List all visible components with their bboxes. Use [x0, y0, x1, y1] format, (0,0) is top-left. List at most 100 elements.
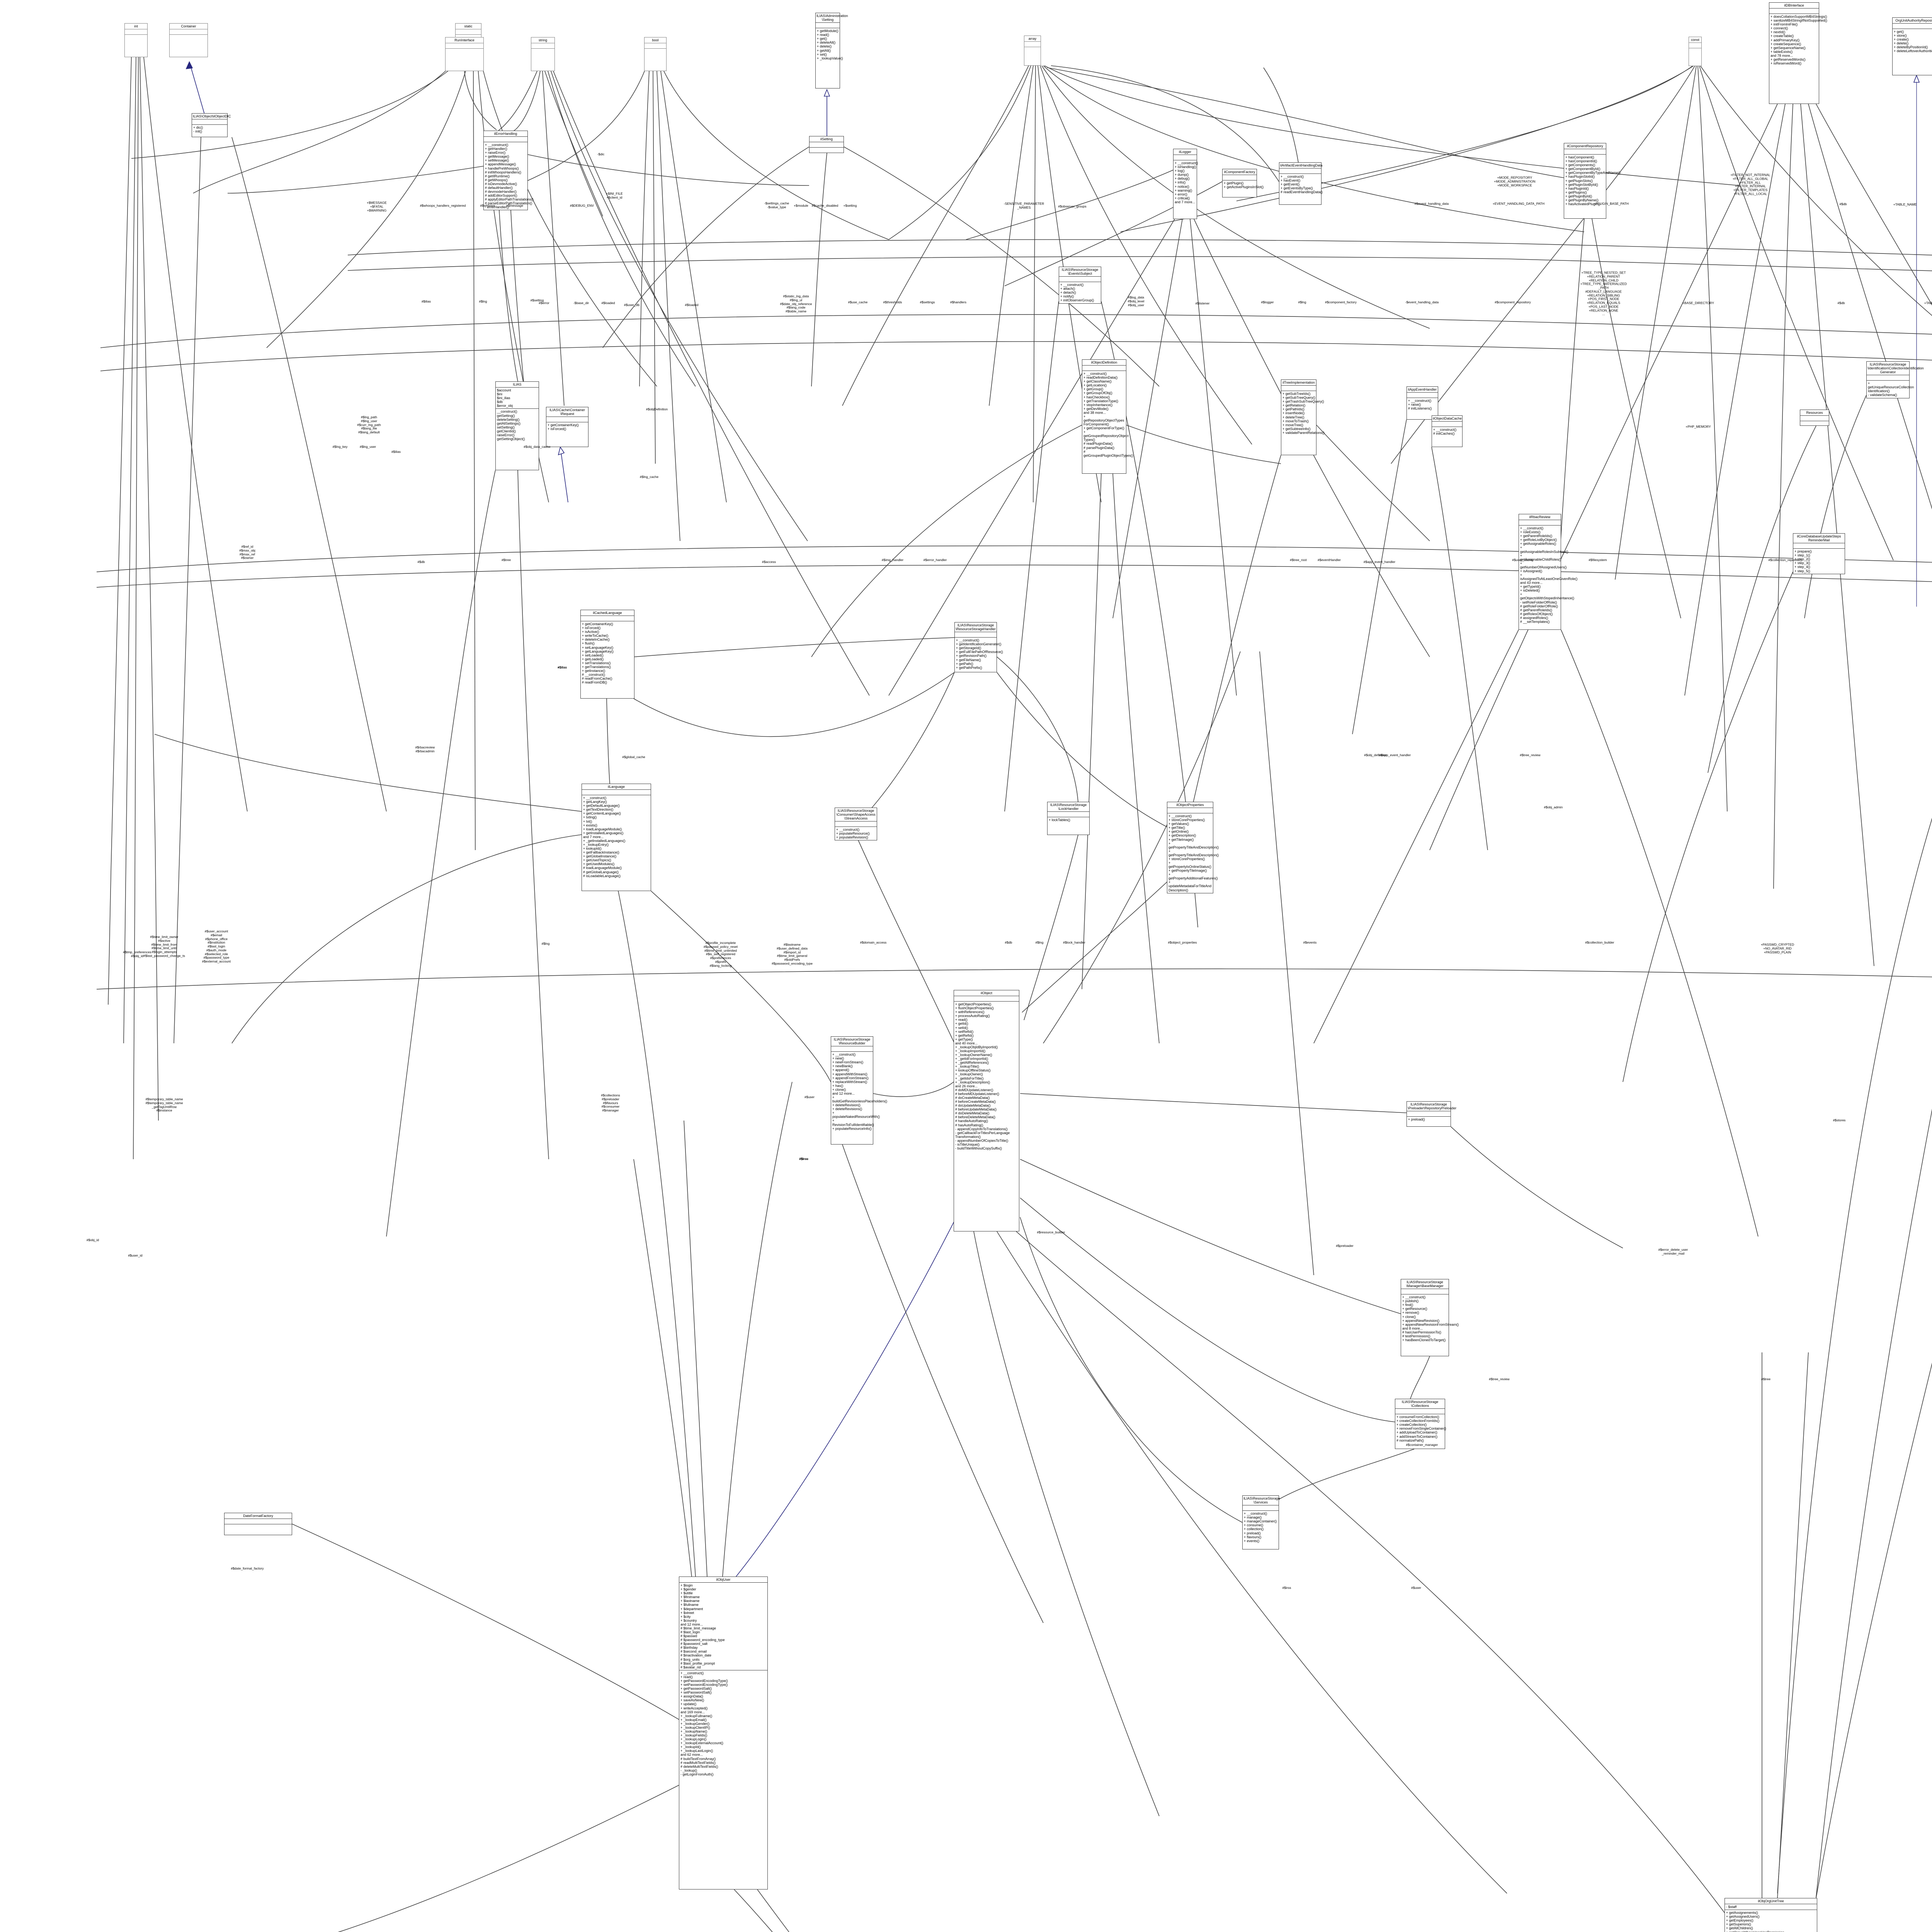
operation-row: + getMessage() — [485, 155, 509, 159]
class-operations: + lockTables() — [1048, 817, 1089, 823]
uml-class-ILIAS_ResourceStorage_Consumer_ShapeAccess_StreamAccess[interactable]: ILIAS\ResourceStorage \Consumer\ShapeAcc… — [835, 808, 877, 841]
class-title: Resources — [1800, 410, 1829, 416]
edge-label: #$ilias — [557, 665, 567, 670]
uml-class-ILIAS_ResourceStorage_ResourceBuilder[interactable]: ILIAS\ResourceStorage \ResourceBuilder+ … — [831, 1036, 887, 1145]
uml-class-RunInterface[interactable]: RunInterface — [445, 37, 484, 71]
uml-class-ilLogger[interactable]: ilLogger+ __construct()+ isHandling()+ l… — [1173, 149, 1198, 219]
class-title: ilRbacReview — [1519, 514, 1561, 520]
uml-class-ilCachedLanguage[interactable]: ilCachedLanguage+ getContainerKey()+ isF… — [580, 610, 634, 699]
operation-row: + _getIdForImportId() — [955, 1057, 988, 1061]
edge-label: #$app_event_handler — [1379, 753, 1411, 757]
uml-class-Container[interactable]: Container — [169, 23, 208, 57]
operation-row: # hasAutoRating() — [955, 1123, 983, 1127]
class-title: ilObjectProperties — [1167, 802, 1213, 808]
uml-class-string[interactable]: string — [531, 37, 555, 71]
edge-label: #$ref_id #$max_obj #$max_ref #$owner — [239, 544, 255, 560]
class-title: const — [1689, 37, 1701, 43]
uml-class-ilCoreDatabaseUpdateSteps[interactable]: ilCoreDatabaseUpdateSteps ReminderMail+ … — [1793, 533, 1845, 574]
uml-class-ILIAS_Administration_Setting[interactable]: ILIAS\Administration \Setting+ getModule… — [815, 13, 848, 88]
edge-label: #$error — [539, 301, 549, 305]
operation-row: + _lookupOwnerName() — [955, 1053, 992, 1057]
class-operations — [224, 1524, 292, 1526]
uml-class-bool[interactable]: bool — [644, 37, 667, 71]
attribute-row: and 12 more... — [680, 1622, 703, 1626]
operation-row: + getSubTreeQuery() — [1282, 396, 1315, 400]
uml-class-ILIAS_ResourceStorage_Preloader_RepositoryPreloader[interactable]: ILIAS\ResourceStorage \Preloader\Reposit… — [1406, 1101, 1456, 1127]
class-operations: + __construct()+ hasEvent()+ getEvent()+… — [1279, 174, 1323, 195]
operation-row: + getUsedModules() — [583, 862, 615, 866]
operation-row: + exists() — [583, 823, 597, 827]
operation-row: and 7 more... — [1175, 200, 1196, 204]
operation-row: + getType() — [955, 1037, 973, 1041]
uml-class-ilErrorHandling[interactable]: ilErrorHandling+ __construct()+ getHandl… — [483, 131, 534, 211]
uml-class-const[interactable]: const — [1689, 37, 1702, 66]
uml-class-ILIAS_ResourceStorage_Services[interactable]: ILIAS\ResourceStorage \Services+ __const… — [1242, 1495, 1280, 1549]
edge-label: #$ilias — [391, 450, 401, 454]
uml-class-ilComponentFactory[interactable]: ilComponentFactory+ getPlugin()+ getActi… — [1222, 169, 1264, 197]
uml-class-ilArtifactEventHandlingData[interactable]: ilArtifactEventHandlingData+ __construct… — [1279, 162, 1323, 205]
operation-row: # normalizePath() — [1396, 1438, 1424, 1442]
uml-class-ilObject[interactable]: ilObject+ getObjectProperties()+ flushOb… — [954, 990, 1019, 1231]
class-operations: + getModule()+ read()+ get()+ deleteAll(… — [816, 28, 843, 61]
operation-row: + getLocation() — [1083, 383, 1107, 388]
uml-class-int[interactable]: int — [124, 23, 148, 57]
uml-class-DateFormatFactory[interactable]: DateFormatFactory — [224, 1513, 292, 1535]
operation-row: + __construct() — [485, 143, 509, 147]
edge-label: #$ilias — [421, 299, 431, 304]
operation-row: # handleAutoRating() — [955, 1119, 988, 1123]
operation-row: + saveAsNew() — [680, 1698, 704, 1702]
operation-row: + getRoleListByObject() — [1520, 538, 1557, 542]
uml-class-ilAppEventHandler[interactable]: ilAppEventHandler+ __construct()+ raise(… — [1406, 386, 1438, 420]
operation-row: + getGroupedRepositoryObject — [1083, 430, 1129, 438]
uml-class-ILIAS_Object_ilObjectDIC[interactable]: ILIAS\Object\ilObjectDIC+ dic()- init() — [192, 113, 231, 137]
uml-class-array[interactable]: array — [1024, 36, 1041, 66]
operation-row: + _lookupOwner() — [955, 1072, 983, 1077]
uml-class-ilLanguage[interactable]: ilLanguage+ __construct()+ getLangKey()+… — [582, 784, 651, 891]
operation-row: + debug() — [1175, 177, 1190, 181]
operation-row: + getAllChildren() — [1726, 1926, 1753, 1930]
attribute-row: + $department — [680, 1607, 703, 1611]
uml-class-ilObjectDefinition[interactable]: ilObjectDefinition+ __construct()+ readD… — [1082, 359, 1133, 474]
operation-row: and 8 more... — [1402, 1326, 1423, 1330]
edge-label: #$logger — [1261, 300, 1274, 304]
operation-row: # deleteMultiTextFields() — [680, 1764, 718, 1769]
operation-row: # doDeleteMetaData() — [955, 1111, 990, 1116]
operation-row: Description() — [1168, 888, 1189, 892]
uml-class-ilComponentRepository[interactable]: ilComponentRepository+ hasComponent()+ h… — [1564, 143, 1621, 219]
operation-row: + getComponentById() — [1565, 167, 1600, 171]
edge-label: #$collections #$preloader #$flavours #$c… — [601, 1093, 620, 1112]
uml-class-ILIAS_ResourceStorage_Identification_CollectionIdentificationGenerator[interactable]: ILIAS\ResourceStorage \Identification\Co… — [1866, 361, 1924, 398]
uml-class-ilRbacReview[interactable]: ilRbacReview+ __construct()+ roleExists(… — [1519, 514, 1578, 630]
class-attributes — [170, 29, 207, 35]
uml-class-ilSetting[interactable]: ilSetting — [809, 136, 844, 153]
operation-row: + getPathPrefix() — [956, 665, 982, 670]
uml-class-ILIAS_Cache_Container_Request[interactable]: ILIAS\Cache\Container \Request+ getConta… — [546, 407, 588, 447]
uml-class-ilTreeImplementation[interactable]: ilTreeImplementation+ getSubTreeIds()+ g… — [1281, 379, 1325, 455]
operation-row: + _lookupFields() — [680, 1733, 707, 1738]
operation-row: + getPlugin() — [1224, 181, 1244, 185]
uml-class-ilObjUser[interactable]: ilObjUser+ $login+ $gender+ $utitle+ $fi… — [679, 1577, 768, 1889]
uml-class-ILIAS_ResourceStorage_ResourceStorageHandler[interactable]: ILIAS\ResourceStorage \ResourceStorageHa… — [954, 622, 1003, 672]
uml-class-ILIAS[interactable]: ILIAS$account$ini$ini_ilias$db$error_obj… — [495, 381, 539, 470]
uml-class-ilObjectDataCache[interactable]: ilObjectDataCache+ __construct()# initCa… — [1432, 415, 1463, 447]
operation-row: + roleExists() — [1520, 530, 1541, 534]
class-attributes — [1793, 543, 1845, 549]
operation-row: + updateMetadataForTitleAnd — [1168, 880, 1212, 888]
operation-row: - setRoleFolderOfRole() — [1520, 600, 1557, 604]
uml-class-ILIAS_ResourceStorage_Events_Subject[interactable]: ILIAS\ResourceStorage \Events\Subject+ _… — [1059, 267, 1101, 304]
uml-class-ILIAS_ResourceStorage_Manager_BaseManager[interactable]: ILIAS\ResourceStorage \Manager\BaseManag… — [1401, 1279, 1459, 1356]
edge-label: +BASE_DIRECTORY — [1682, 301, 1714, 305]
uml-class-ILIAS_ResourceStorage_LockHandler[interactable]: ILIAS\ResourceStorage \LockHandler+ lock… — [1047, 802, 1090, 835]
uml-class-ilObjectProperties[interactable]: ilObjectProperties + __construct()+ store… — [1167, 802, 1219, 893]
operation-row: + isForced() — [548, 427, 566, 431]
class-operations: + __construct()+ storeCoreProperties()+ … — [1167, 813, 1219, 893]
uml-class-Resources[interactable]: Resources — [1800, 410, 1829, 426]
uml-class-ilObjOrgUnitTree[interactable]: ilObjOrgUnitTree- $staff+ getAssignement… — [1725, 1898, 1817, 1932]
operation-row: + writeToCache() — [582, 634, 609, 638]
uml-class-ILIAS_ResourceStorage_Collections[interactable]: ILIAS\ResourceStorage \Collections+ cons… — [1395, 1399, 1446, 1449]
uml-class-ilDBInterface[interactable]: ilDBInterface+ doesCollationSupportMB4St… — [1769, 2, 1827, 104]
operation-row: + handlePreWhoops() — [485, 166, 519, 170]
uml-class-OrgUnitAuthorityRepository[interactable]: OrgUnitAuthorityRepository+ get()+ store… — [1892, 17, 1932, 75]
operation-row: # loadLanguageModule() — [583, 866, 622, 870]
operation-row: getSettingObject() — [497, 437, 525, 441]
